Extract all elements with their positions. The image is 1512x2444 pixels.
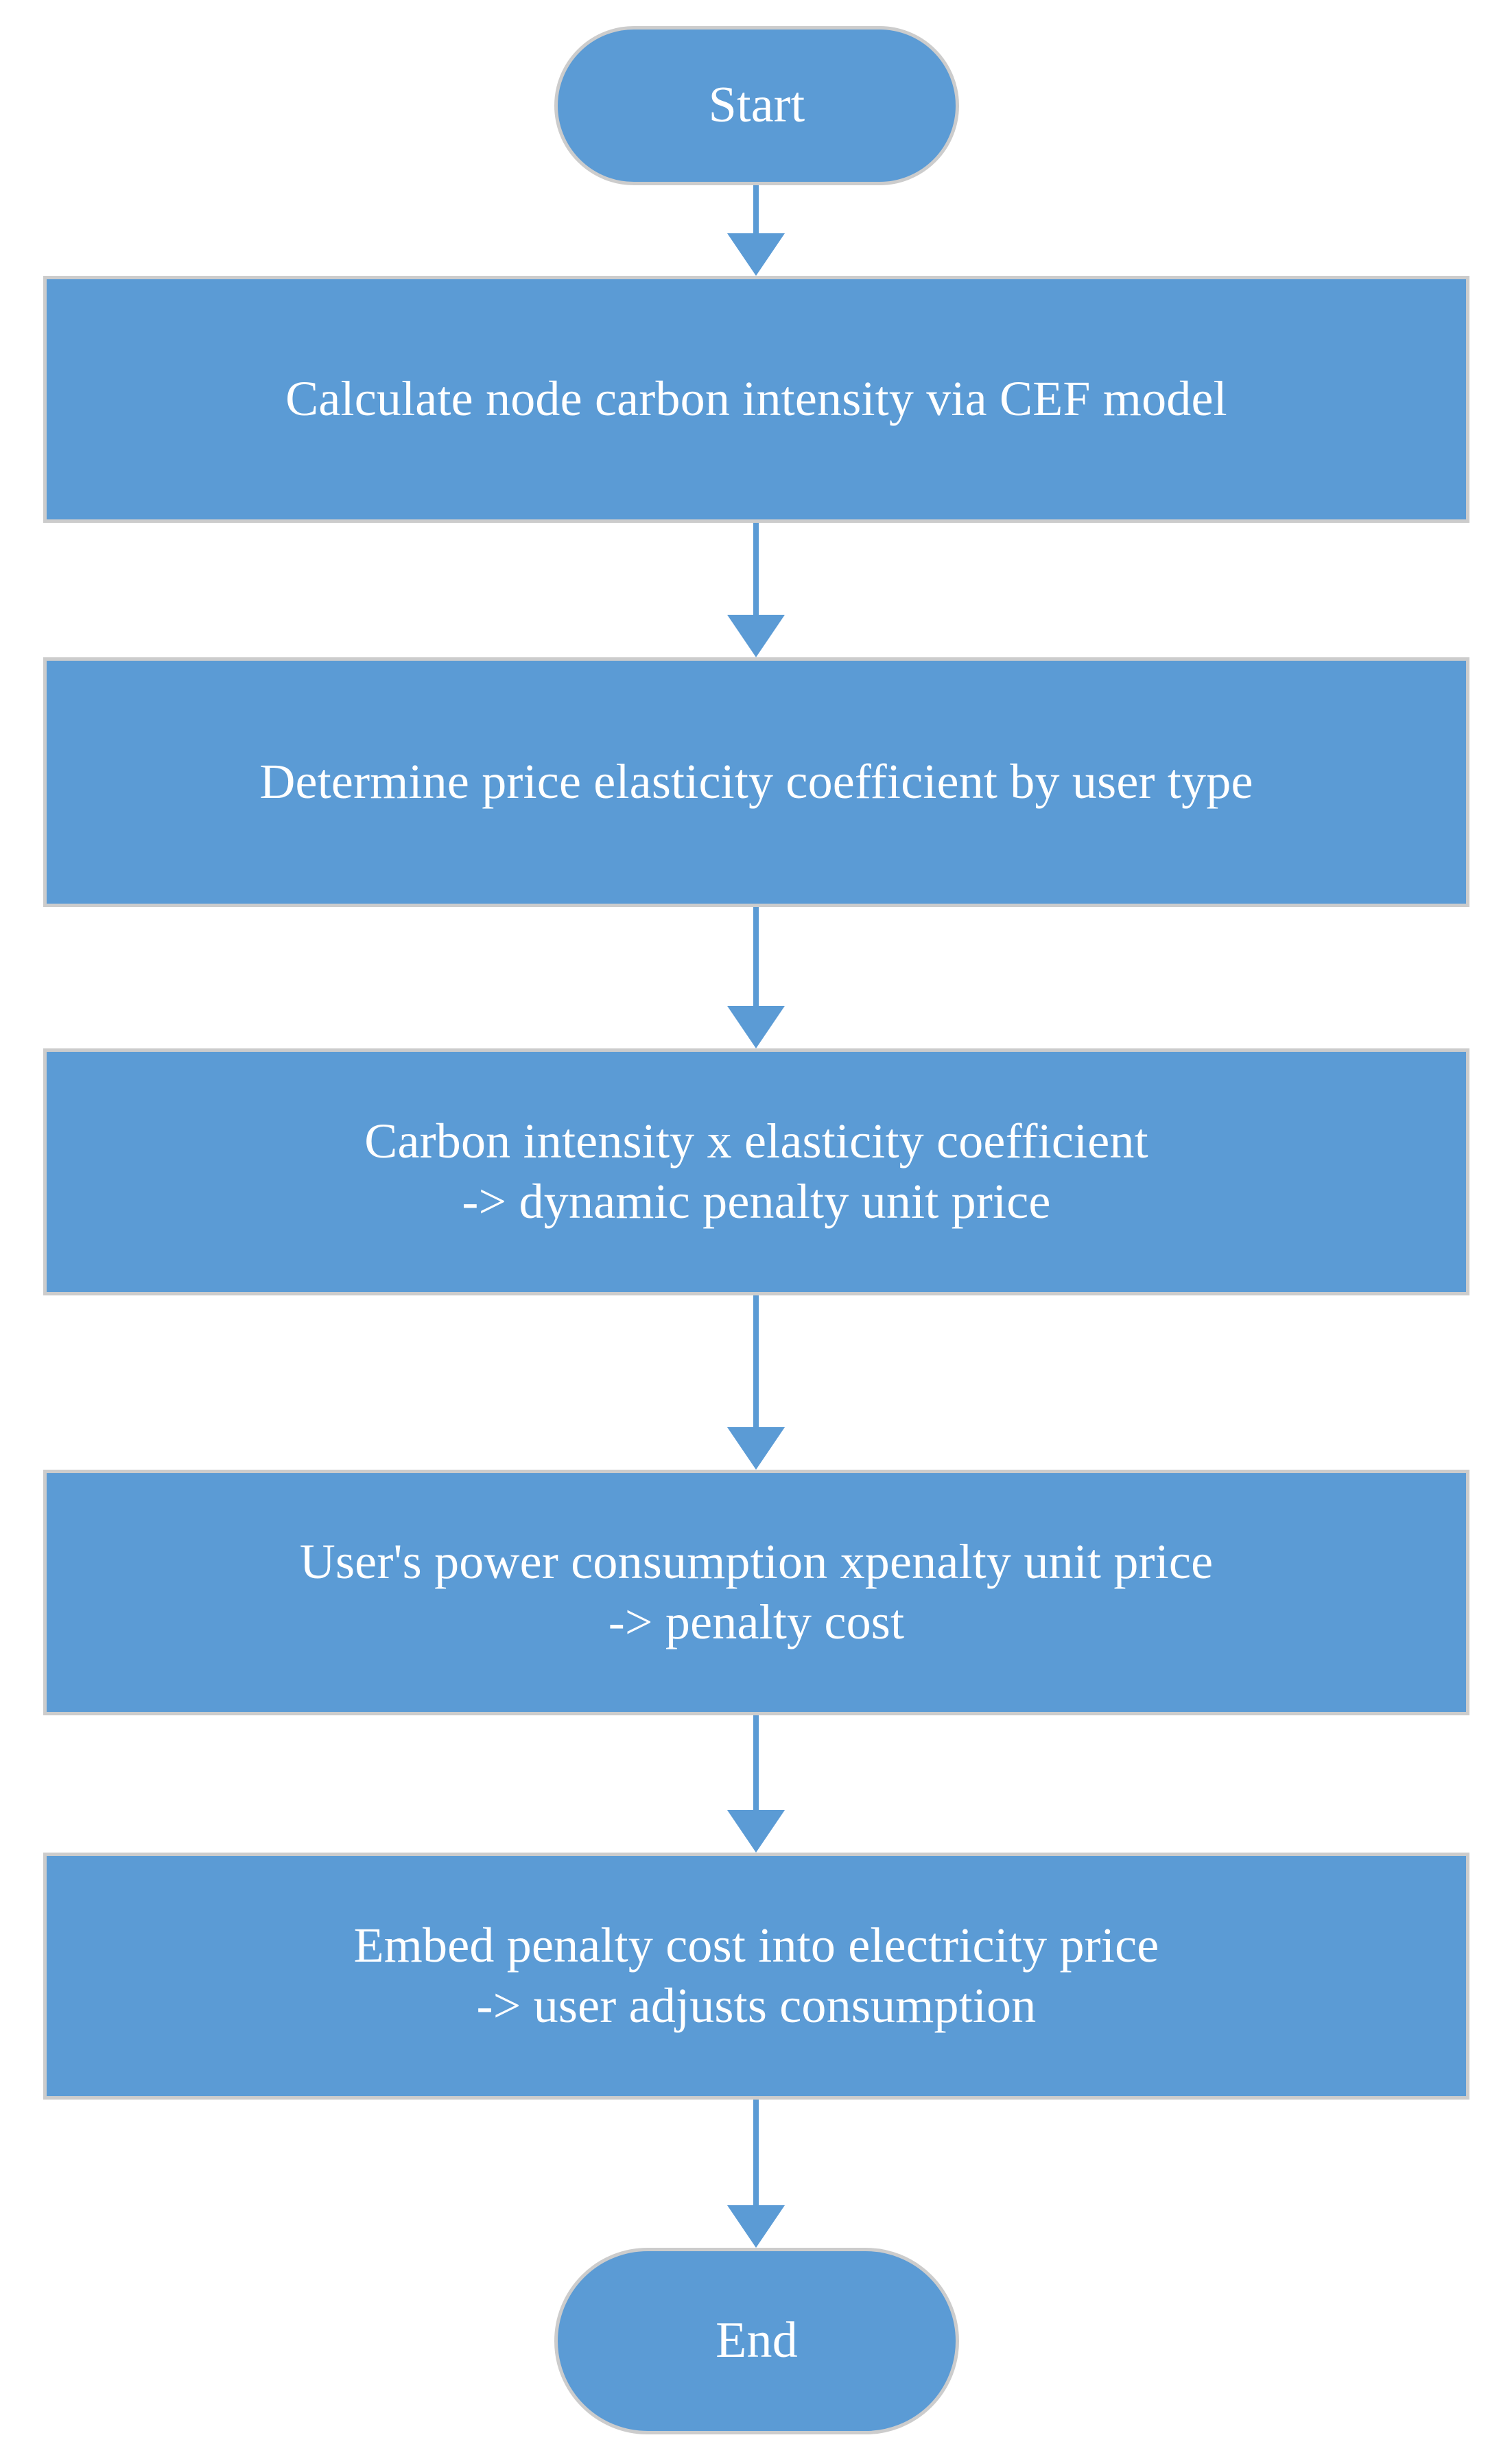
flowchart-arrow-step-5-to-end [727,2100,785,2248]
arrow-stem [753,523,759,615]
arrow-head-down-icon [727,1427,785,1470]
arrow-stem [753,907,759,1006]
node-label-end: End [716,2312,798,2369]
arrow-head-down-icon [727,2205,785,2248]
node-label-step-1: Calculate node carbon intensity via CEF … [285,371,1227,427]
flowchart-node-end[interactable]: End [554,2248,959,2434]
flowchart-node-embed-penalty-into-price[interactable]: Embed penalty cost into electricity pric… [43,1853,1469,2100]
flowchart-arrow-step-4-to-step-5 [727,1715,785,1853]
node-label-step-4: User's power consumption xpenalty unit p… [299,1534,1214,1649]
flowchart-node-determine-price-elasticity[interactable]: Determine price elasticity coefficient b… [43,657,1469,907]
node-label-start: Start [708,77,805,134]
arrow-head-down-icon [727,1006,785,1048]
flowchart-arrow-start-to-step-1 [727,185,785,276]
flowchart-arrow-step-1-to-step-2 [727,523,785,657]
node-label-step-3: Carbon intensity x elasticity coefficien… [364,1114,1148,1229]
arrow-head-down-icon [727,233,785,276]
arrow-stem [753,2100,759,2205]
flowchart-arrow-step-3-to-step-4 [727,1295,785,1470]
flowchart-node-calculate-carbon-intensity[interactable]: Calculate node carbon intensity via CEF … [43,276,1469,523]
node-label-step-2: Determine price elasticity coefficient b… [259,754,1253,810]
arrow-head-down-icon [727,615,785,657]
flowchart-arrow-step-2-to-step-3 [727,907,785,1048]
node-label-step-5: Embed penalty cost into electricity pric… [353,1918,1159,2033]
flowchart-node-penalty-cost[interactable]: User's power consumption xpenalty unit p… [43,1470,1469,1715]
arrow-stem [753,1715,759,1810]
flowchart-node-dynamic-penalty-unit-price[interactable]: Carbon intensity x elasticity coefficien… [43,1048,1469,1295]
arrow-stem [753,1295,759,1427]
arrow-stem [753,185,759,233]
flowchart-node-start[interactable]: Start [554,26,959,185]
arrow-head-down-icon [727,1810,785,1853]
